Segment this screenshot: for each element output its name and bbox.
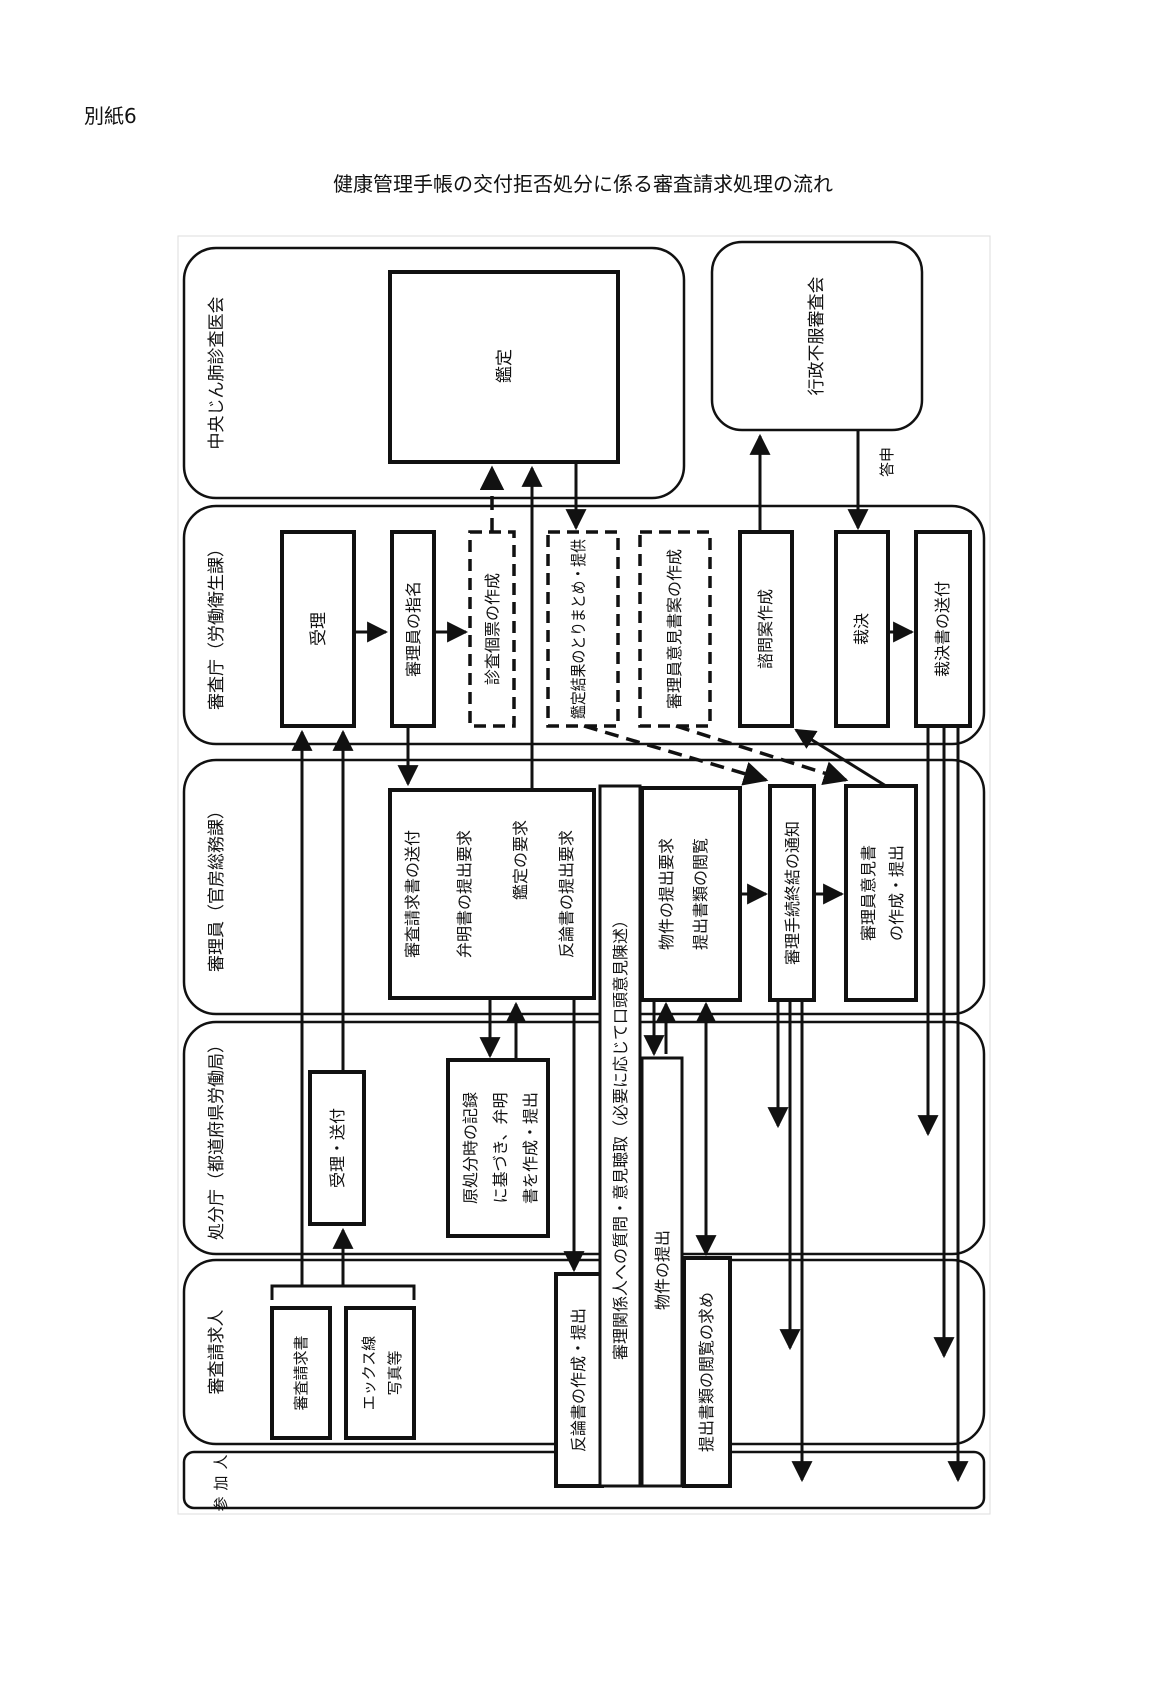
box-koto-iken: 審理関係人への質問・意見聴取（必要に応じて口頭意見陳述） xyxy=(611,912,630,1360)
box-shimon-an: 諮問案作成 xyxy=(756,589,775,669)
box-shinri-line-3: 鑑定の要求 xyxy=(511,820,530,900)
annotation-toshin: 答申 xyxy=(878,447,896,477)
box-shinriin-shimei: 審理員の指名 xyxy=(404,581,423,677)
box-bukken-line-1: 物件の提出要求 xyxy=(657,838,676,950)
box-saiketsu-sofu: 裁決書の送付 xyxy=(933,581,952,677)
box-kantei: 鑑定 xyxy=(495,349,515,383)
box-benmei-line-2: に基づき、弁明 xyxy=(491,1093,510,1204)
box-shinri-line-4: 反論書の提出要求 xyxy=(557,830,576,958)
box-eturan: 提出書類の閲覧の求め xyxy=(697,1292,716,1452)
box-juri: 受理 xyxy=(309,612,329,646)
lane-central-committee xyxy=(182,246,686,500)
document-title: 健康管理手帳の交付拒否処分に係る審査請求処理の流れ xyxy=(333,172,833,196)
lane-label-participant: 参加人 xyxy=(212,1448,230,1511)
box-xray-line-1: エックス線 xyxy=(360,1336,378,1411)
document-label: 別紙6 xyxy=(84,104,137,128)
box-benmei-line-1: 原処分時の記録 xyxy=(461,1092,480,1204)
external-org-box xyxy=(710,240,924,432)
lane-label-central-committee: 中央じん肺診査医会 xyxy=(207,297,227,450)
box-ikensho-line-1: 審理員意見書 xyxy=(859,845,878,941)
box-kantei-kekka-text: 鑑定結果のとりまとめ・提供 xyxy=(569,539,588,719)
box-ikensho-line-2: の作成・提出 xyxy=(887,845,906,941)
external-org-label: 行政不服審査会 xyxy=(807,277,827,396)
box-ikensho-an: 審理員意見書案の作成 xyxy=(665,549,684,709)
lane-disposal-agency xyxy=(182,1020,986,1256)
box-benmei-line-3: 書を作成・提出 xyxy=(521,1092,540,1204)
box-shinsa-kanban: 診査個票の作成 xyxy=(483,573,502,685)
lane-label-examiner: 審理員（官房総務課） xyxy=(207,802,227,972)
box-bukken-line-2: 提出書類の閲覧 xyxy=(691,838,710,950)
box-saiketsu: 裁決 xyxy=(852,613,871,645)
box-shinri-line-1: 審査請求書の送付 xyxy=(403,830,422,958)
lane-review-agency xyxy=(182,504,986,746)
box-shinri-line-2: 弁明書の提出要求 xyxy=(455,830,474,958)
lane-label-review-agency: 審査庁（労働衛生課） xyxy=(207,540,227,710)
box-xray-line-2: 写真等 xyxy=(386,1350,404,1395)
lane-examiner xyxy=(182,758,986,1016)
lane-label-requester: 審査請求人 xyxy=(207,1310,227,1395)
box-shuketsu: 審理手続終結の通知 xyxy=(783,821,802,965)
box-bukken-teishutsu: 物件の提出 xyxy=(653,1230,672,1310)
box-shinsa-seikyusho: 審査請求書 xyxy=(292,1335,310,1410)
box-juri-sofu: 受理・送付 xyxy=(328,1108,347,1188)
lane-label-disposal-agency: 処分庁（都道府県労働局） xyxy=(207,1036,227,1240)
box-hanron: 反論書の作成・提出 xyxy=(569,1308,588,1452)
